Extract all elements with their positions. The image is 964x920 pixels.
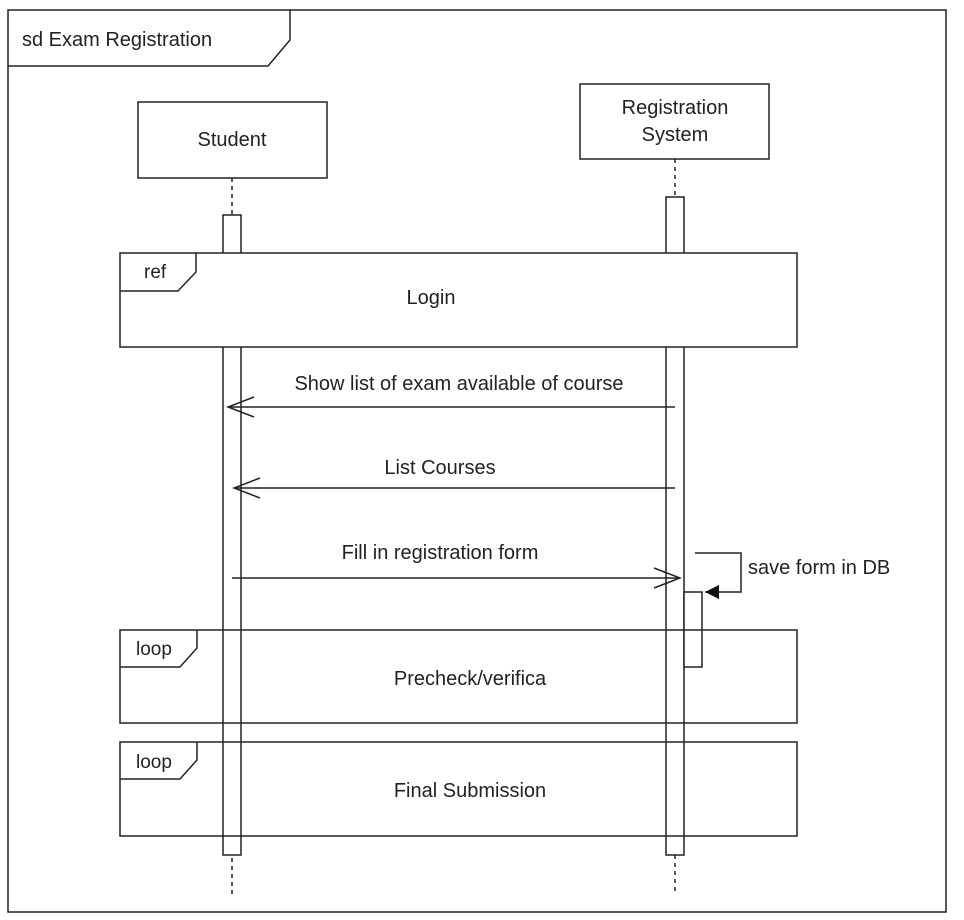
fragment-final-operator: loop bbox=[136, 752, 172, 773]
fragment-ref-login[interactable]: ref Login bbox=[119, 252, 798, 348]
lifeline-student: Student bbox=[137, 101, 328, 896]
lifeline-registration-system: Registration System bbox=[579, 83, 770, 892]
lifeline-student-label: Student bbox=[198, 129, 267, 151]
lifeline-system-label-line1: Registration bbox=[622, 97, 729, 119]
activation-bar-student bbox=[222, 214, 242, 856]
message-show-exams-label: Show list of exam available of course bbox=[294, 373, 623, 395]
message-list-courses-label: List Courses bbox=[384, 457, 495, 479]
message-save-form-label: save form in DB bbox=[748, 557, 890, 579]
fragment-precheck-operator: loop bbox=[136, 639, 172, 660]
message-fill-form-label: Fill in registration form bbox=[342, 542, 539, 564]
lifeline-system-label-line2: System bbox=[642, 124, 709, 146]
frame-label-tab bbox=[8, 10, 291, 67]
fragment-ref-operator: ref bbox=[144, 262, 167, 283]
frame-label: sd Exam Registration bbox=[22, 29, 212, 51]
fragment-loop-precheck[interactable]: loop Precheck/verifica bbox=[119, 629, 798, 724]
fragment-precheck-label: Precheck/verifica bbox=[394, 668, 547, 690]
fragment-final-label: Final Submission bbox=[394, 780, 546, 802]
fragment-login-label: Login bbox=[407, 287, 456, 309]
activation-bar-system bbox=[665, 196, 685, 856]
message-fill-form[interactable]: Fill in registration form bbox=[232, 542, 680, 578]
fragment-loop-final-submission[interactable]: loop Final Submission bbox=[119, 741, 798, 837]
message-list-courses[interactable]: List Courses bbox=[234, 457, 675, 488]
message-show-exams[interactable]: Show list of exam available of course bbox=[228, 373, 675, 407]
lifeline-system-head[interactable] bbox=[579, 83, 770, 160]
